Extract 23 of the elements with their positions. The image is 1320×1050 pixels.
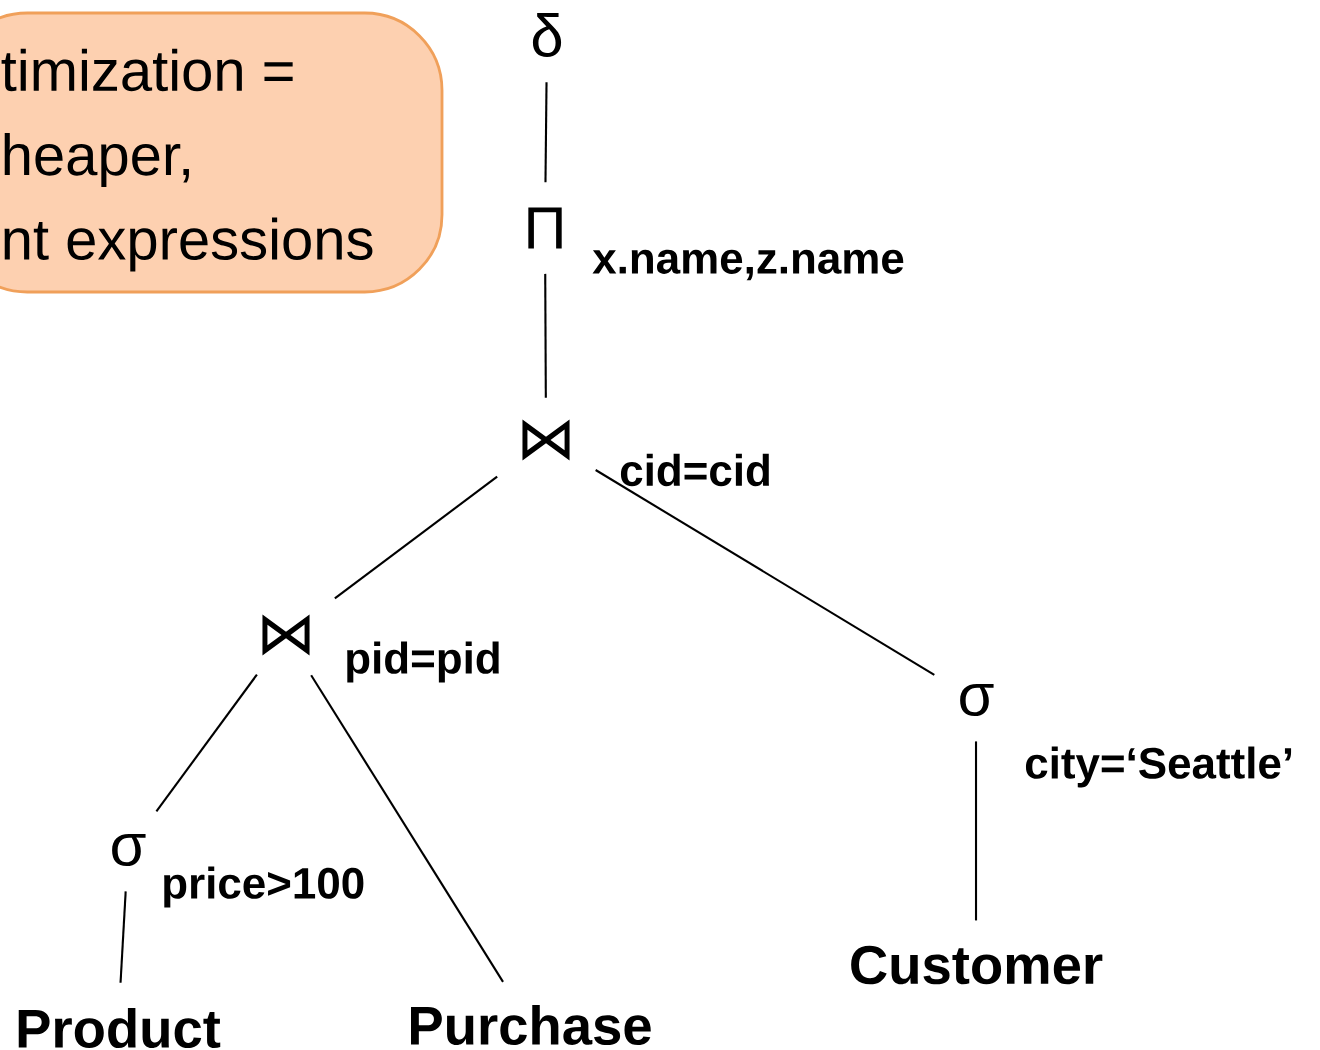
tree-edge — [119, 891, 127, 983]
relation-name: Purchase — [411, 1005, 651, 1046]
operator-symbol: σ — [960, 683, 994, 717]
condition-label: pid=pid — [347, 641, 499, 683]
tree-edge — [595, 469, 935, 676]
operator-symbol: σ — [112, 833, 146, 867]
join-symbol: ⋈ — [262, 614, 310, 656]
operator-symbol: Π — [528, 207, 562, 249]
tree-edge — [334, 475, 498, 600]
tree-edge — [544, 82, 548, 183]
condition-label: cid=cid — [620, 453, 769, 487]
callout-box: timization = heaper, nt expressions — [0, 11, 444, 294]
tree-edge — [974, 741, 978, 921]
relation-name: Customer — [851, 945, 1103, 985]
operator-symbol: δ — [532, 13, 562, 57]
tree-edge — [544, 273, 547, 398]
relation-name: Product — [18, 1008, 221, 1049]
condition-label: x.name,z.name — [592, 249, 904, 281]
tree-edge — [310, 674, 504, 983]
tree-edge — [155, 674, 258, 812]
join-symbol: ⋈ — [522, 419, 570, 461]
condition-label: city=‘Seattle’ — [1025, 746, 1292, 788]
condition-label: price>100 — [164, 866, 364, 908]
